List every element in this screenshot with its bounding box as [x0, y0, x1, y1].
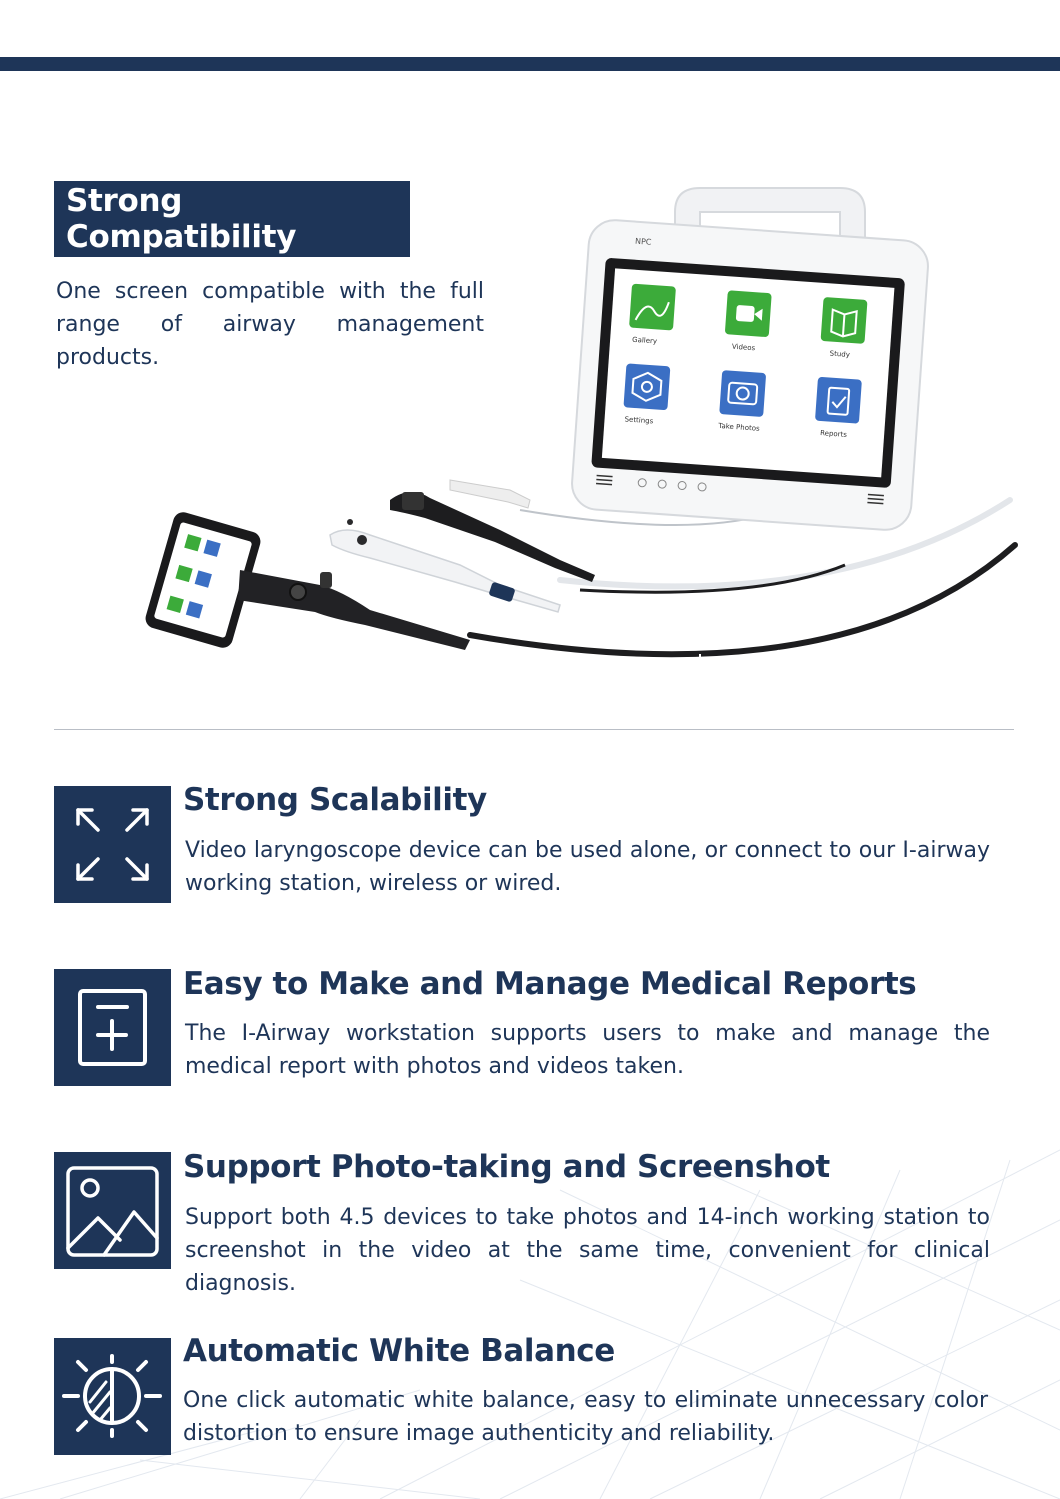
section-divider: [54, 729, 1014, 730]
white-balance-description: One click automatic white balance, easy …: [183, 1388, 988, 1446]
scope-cable-black-2: [467, 542, 1018, 658]
image-icon: [54, 1152, 171, 1269]
app-label-videos: Videos: [732, 343, 756, 353]
app-label-study: Study: [829, 350, 850, 359]
compatibility-title: Strong Compatibility: [54, 181, 410, 257]
product-illustration: NPC Gallery Videos Study Settings Take P…: [145, 187, 1018, 662]
scalability-title: Strong Scalability: [183, 782, 487, 818]
app-label-take-photos: Take Photos: [717, 422, 760, 433]
expand-arrows-icon: [54, 786, 171, 903]
reports-description: The I-Airway workstation supports users …: [185, 1021, 990, 1079]
black-endoscope: [390, 479, 595, 582]
white-balance-title: Automatic White Balance: [183, 1333, 615, 1369]
reports-title: Easy to Make and Manage Medical Reports: [183, 966, 917, 1002]
report-plus-icon: [54, 969, 171, 1086]
photo-title: Support Photo-taking and Screenshot: [183, 1149, 830, 1185]
scalability-description: Video laryngoscope device can be used al…: [185, 838, 990, 896]
photo-description: Support both 4.5 devices to take photos …: [185, 1205, 990, 1296]
scope-cable-black-1: [579, 563, 846, 594]
app-label-reports: Reports: [820, 429, 848, 439]
app-label-gallery: Gallery: [632, 336, 657, 346]
background-grid-pattern: [0, 1149, 1060, 1499]
settings-app-icon: [623, 363, 671, 411]
workstation-monitor: NPC Gallery Videos Study Settings Take P…: [571, 187, 929, 531]
white-endoscope: [329, 519, 561, 613]
handheld-laryngoscope: [145, 512, 470, 650]
camera-app-icon: [719, 370, 766, 417]
compatibility-description: One screen compatible with the full rang…: [56, 279, 484, 370]
app-label-settings: Settings: [624, 415, 654, 425]
monitor-brand-text: NPC: [635, 237, 652, 247]
white-balance-sun-icon: [54, 1338, 171, 1455]
gallery-app-icon: [629, 283, 676, 331]
top-header-bar: [0, 57, 1060, 71]
reports-app-icon: [815, 377, 862, 424]
